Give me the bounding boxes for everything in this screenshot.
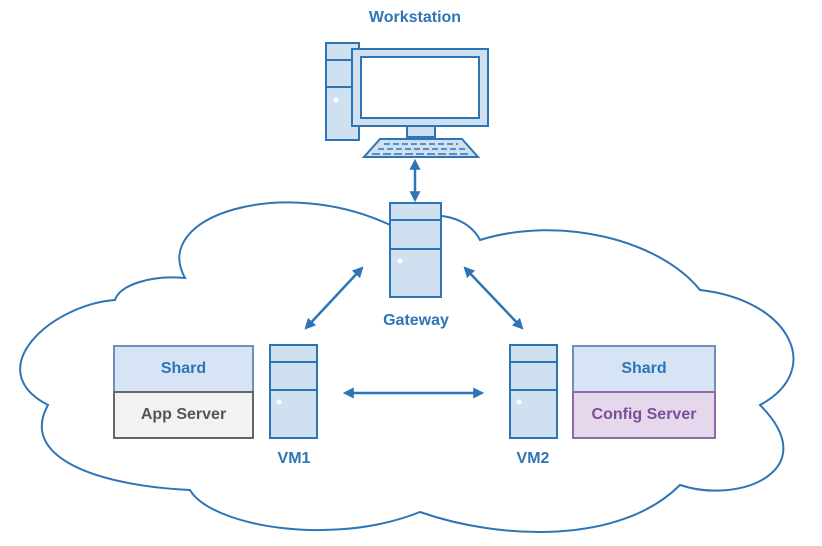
- config-server-box: Config Server: [572, 391, 716, 439]
- right-shard-box: Shard: [572, 345, 716, 393]
- left-shard-box: Shard: [113, 345, 254, 393]
- vm2-server-icon: [509, 344, 558, 439]
- arrow-gateway-vm1: [304, 266, 364, 330]
- workstation-icon: [325, 42, 489, 158]
- cloud-shape: [19, 201, 795, 534]
- arrow-gateway-vm2: [463, 266, 524, 330]
- vm1-label: VM1: [277, 450, 311, 467]
- vm2-label: VM2: [516, 450, 550, 467]
- app-server-box: App Server: [113, 391, 254, 439]
- gateway-label: Gateway: [383, 312, 449, 329]
- workstation-label: Workstation: [368, 9, 462, 26]
- gateway-server-icon: [389, 202, 442, 298]
- vm1-server-icon: [269, 344, 318, 439]
